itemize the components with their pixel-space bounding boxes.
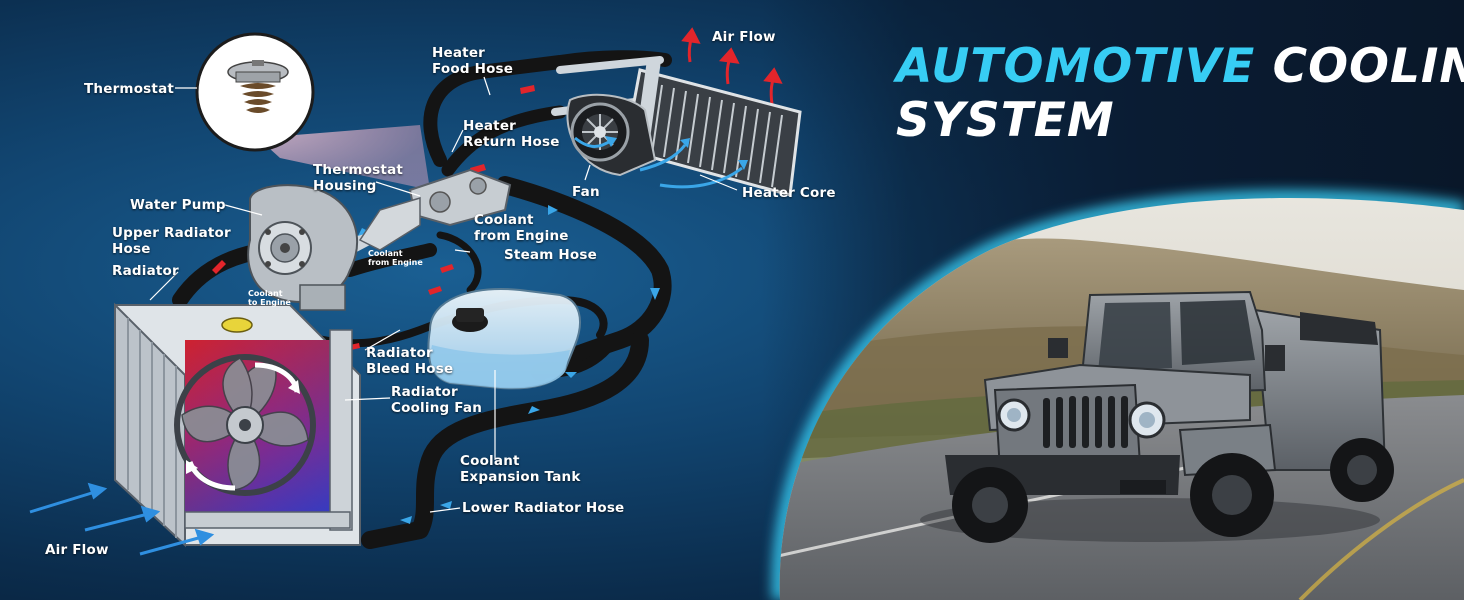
label-steam-hose: Steam Hose (504, 247, 597, 263)
label-heater-food-hose-line-2: Food Hose (432, 61, 514, 77)
fan-icon (174, 354, 316, 496)
label-coolant-expansion-tank: Coolant Expansion Tank (460, 453, 581, 485)
label-lower-radiator-hose: Lower Radiator Hose (462, 500, 625, 516)
headline-line-1: AUTOMOTIVE COOLING (896, 40, 1464, 94)
label-coolant-from-engine: Coolant from Engine (474, 212, 569, 244)
label-heater-food-hose-line-1: Heater (432, 45, 486, 61)
label-thermostat-housing: Thermostat Housing (313, 162, 403, 194)
label-heater-food-hose: Heater Food Hose (432, 45, 513, 77)
label-water-pump: Water Pump (130, 197, 226, 213)
thermostat-icon (195, 32, 315, 152)
coolant-expansion-tank (427, 288, 581, 390)
label-coolant-from-engine-small-line-2: from Engine (368, 258, 423, 267)
label-heater-return-hose-line-2: Return Hose (463, 134, 560, 150)
label-radiator-bleed-hose-line-2: Bleed Hose (366, 361, 454, 377)
label-heater-return-hose-line-1: Heater (463, 118, 517, 134)
label-heater-return-hose: Heater Return Hose (463, 118, 560, 150)
label-thermostat: Thermostat (84, 81, 175, 97)
leader-lines (149, 76, 738, 513)
headline-word-2: COOLING (1272, 39, 1464, 94)
label-coolant-to-engine-small-line-1: Coolant (248, 289, 283, 298)
label-coolant-expansion-tank-line-2: Expansion Tank (460, 469, 581, 485)
label-coolant-from-engine-small: Coolant from Engine (368, 249, 423, 267)
label-radiator-cooling-fan-line-2: Cooling Fan (391, 400, 483, 416)
thermostat-housing (358, 168, 512, 251)
label-air-flow-top: Air Flow (712, 29, 776, 45)
label-radiator-cooling-fan-line-1: Radiator (391, 384, 458, 400)
label-upper-radiator-hose: Upper Radiator Hose (112, 225, 231, 257)
label-heater-core: Heater Core (742, 185, 836, 201)
headline-line-2: SYSTEM (896, 93, 1115, 148)
label-thermostat-housing-line-2: Housing (313, 178, 377, 194)
water-pump (247, 184, 359, 311)
air-flow-arrows-top (681, 27, 783, 105)
callout-beam (258, 125, 430, 190)
label-coolant-expansion-tank-line-1: Coolant (460, 453, 520, 469)
label-fan: Fan (572, 184, 600, 200)
label-coolant-from-engine-small-line-1: Coolant (368, 249, 403, 258)
label-radiator-cooling-fan: Radiator Cooling Fan (391, 384, 482, 416)
label-air-flow-bottom: Air Flow (45, 542, 109, 558)
label-coolant-from-engine-line-1: Coolant (474, 212, 534, 228)
label-radiator: Radiator (112, 263, 179, 279)
label-thermostat-housing-line-1: Thermostat (313, 162, 404, 178)
label-radiator-bleed-hose-line-1: Radiator (366, 345, 433, 361)
label-radiator-bleed-hose: Radiator Bleed Hose (366, 345, 453, 377)
blower-fan-icon (566, 93, 657, 177)
label-coolant-to-engine-small-line-2: to Engine (248, 298, 291, 307)
headline-accent-word: AUTOMOTIVE (896, 39, 1256, 94)
air-flow-arrows-bottom (29, 482, 215, 556)
pickup-truck-icon (920, 290, 1394, 543)
headline: AUTOMOTIVE COOLING SYSTEM (896, 40, 1464, 148)
label-upper-radiator-hose-line-1: Upper Radiator (112, 225, 231, 241)
label-upper-radiator-hose-line-2: Hose (112, 241, 151, 257)
label-coolant-from-engine-line-2: from Engine (474, 228, 569, 244)
label-coolant-to-engine-small: Coolant to Engine (248, 289, 291, 307)
